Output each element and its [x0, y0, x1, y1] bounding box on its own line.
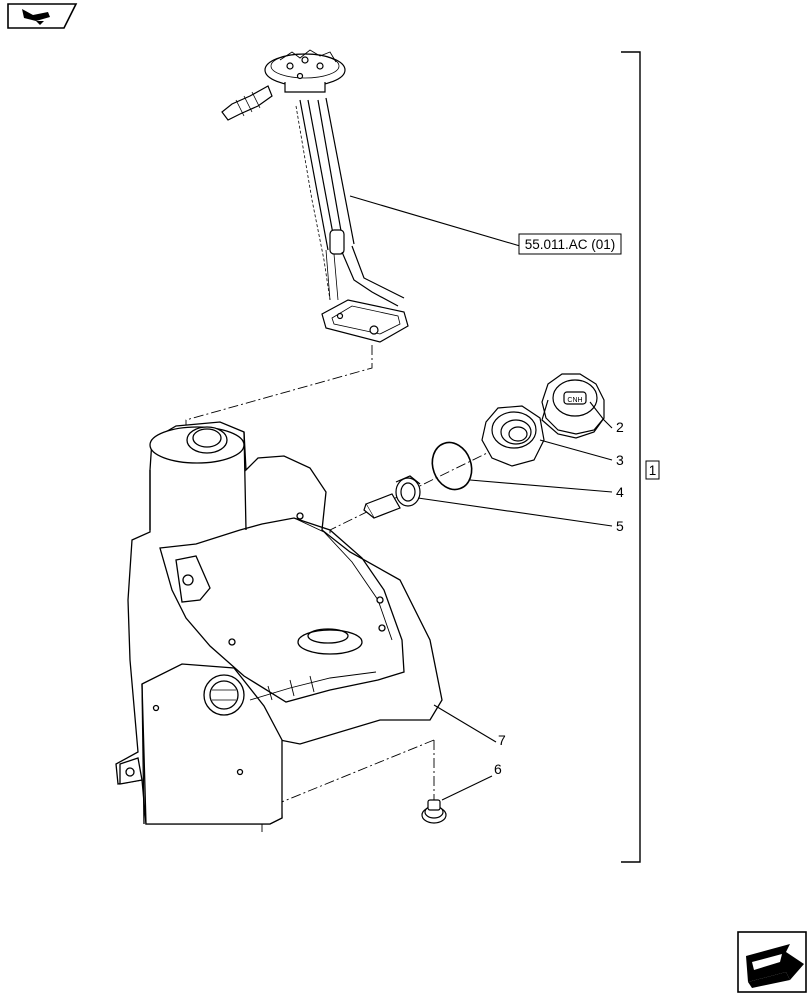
callout-3: 3 — [616, 452, 624, 468]
filler-neck-adapter — [481, 405, 545, 467]
callout-4: 4 — [616, 484, 624, 500]
reference-label-box[interactable]: 55.011.AC (01) — [518, 233, 622, 255]
drain-plug — [421, 799, 447, 824]
svg-text:CNH: CNH — [567, 397, 582, 404]
next-page-arrow-icon — [746, 944, 804, 988]
callout-6: 6 — [494, 761, 502, 777]
group-label-box: 1 — [645, 460, 660, 480]
callout-labels: 2 3 4 5 6 7 — [494, 419, 624, 777]
o-ring — [431, 441, 473, 491]
fuel-cap: CNH — [541, 373, 605, 439]
assembly-bracket — [621, 51, 641, 863]
next-page-button[interactable] — [737, 931, 807, 993]
previous-page-button[interactable] — [7, 3, 78, 29]
fuel-tank — [115, 421, 443, 825]
group-label: 1 — [649, 463, 657, 478]
fuel-level-sender — [221, 49, 409, 343]
callout-leaders — [417, 401, 613, 801]
callout-2: 2 — [616, 419, 624, 435]
callout-5: 5 — [616, 518, 624, 534]
strainer-insert — [363, 475, 421, 519]
reference-label: 55.011.AC (01) — [525, 237, 616, 252]
callout-7: 7 — [498, 732, 506, 748]
reference-leader — [349, 195, 521, 247]
previous-page-arrow-icon — [22, 9, 50, 25]
